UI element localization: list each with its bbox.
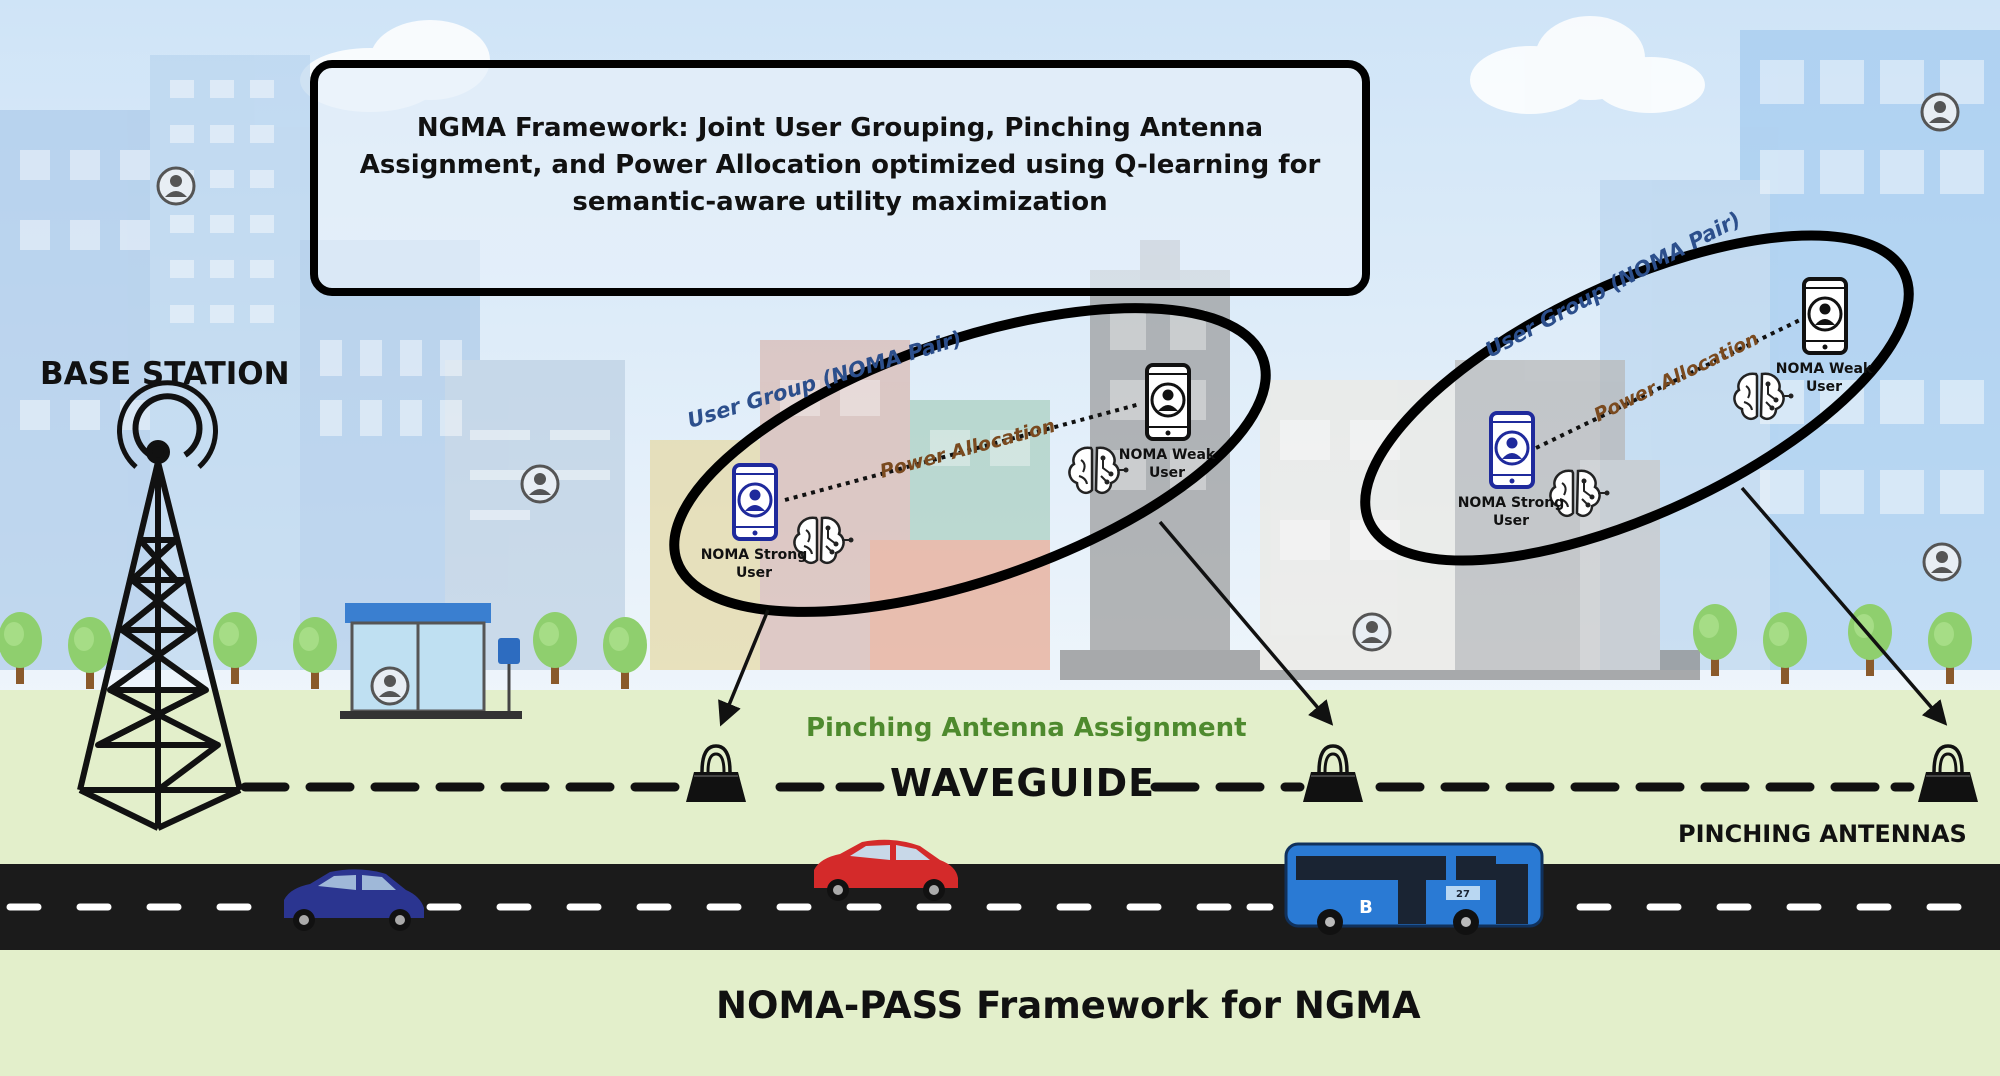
phone-icon [1802,277,1848,355]
waveguide-label: WAVEGUIDE [890,761,1156,805]
person-icon [1352,612,1392,652]
base-station-label: BASE STATION [40,356,290,392]
car-icon [814,839,958,901]
bus-number: 27 [1456,889,1470,900]
person-icon [1920,92,1960,132]
assignment-arrow [718,609,770,727]
assignment-arrow [1158,520,1334,726]
phone-icon [732,463,778,541]
strong-user-label: NOMA Strong User [700,547,808,581]
person-icon [156,166,196,206]
phone-icon [1145,363,1191,441]
weak-user-label: NOMA Weak User [1775,361,1873,395]
phone-icon [1489,411,1535,489]
pinching-antennas-label: PINCHING ANTENNAS [1678,820,1967,848]
person-icon [1922,542,1962,582]
user-group-ellipse [669,303,1271,617]
tower-icon [77,380,243,831]
pinching-assignment-label: Pinching Antenna Assignment [806,713,1247,743]
bus-letter: B [1359,897,1373,918]
person-icon [370,666,410,706]
person-icon [520,464,560,504]
user-group-ellipse [1360,230,1914,566]
framework-description-box: NGMA Framework: Joint User Grouping, Pin… [310,60,1370,296]
framework-description: NGMA Framework: Joint User Grouping, Pin… [359,112,1321,217]
bus-icon: B 27 [1284,842,1544,935]
power-link [1535,318,1801,450]
car-icon [284,869,424,931]
footer-title: NOMA-PASS Framework for NGMA [716,984,1421,1027]
weak-user-label: NOMA Weak User [1118,447,1216,481]
strong-user-label: NOMA Strong User [1457,495,1565,529]
power-link [784,402,1141,502]
bus-stop-icon [340,603,522,719]
assignment-arrow [1740,486,1948,726]
